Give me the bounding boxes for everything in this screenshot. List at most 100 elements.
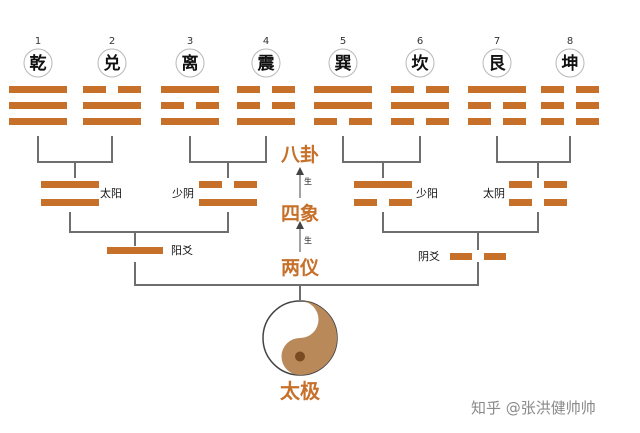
two-mode-label: 阴爻 (418, 250, 440, 263)
yin-line-left (237, 102, 260, 109)
yin-line-left (541, 118, 564, 125)
yin-line-right (349, 118, 372, 125)
trigram-name-circle (328, 48, 358, 78)
yin-line-right (426, 118, 449, 125)
trigram-name-circle (405, 48, 435, 78)
trigram-name-circle (23, 48, 53, 78)
stage-label-two-modes: 两仪 (281, 257, 320, 279)
trigram-name: 坎 (412, 53, 429, 74)
watermark: 知乎 @张洪健帅帅 (471, 399, 596, 417)
four-image-label: 太阴 (483, 187, 505, 200)
yin-line-left (391, 118, 414, 125)
yin-line-right (544, 199, 567, 206)
trigram-7: 7艮 (468, 36, 526, 125)
trigram-number: 8 (567, 36, 573, 47)
trigram-name-circle (555, 48, 585, 78)
yin-line-left (237, 86, 260, 93)
trigram-name-circle (482, 48, 512, 78)
two-mode-2: 阴爻 (418, 250, 506, 263)
yin-line-right (389, 199, 412, 206)
trigram-4: 4震 (237, 36, 295, 125)
yin-line-right (272, 102, 295, 109)
trigram-6: 6坎 (391, 36, 449, 125)
arrow-up-icon (296, 221, 304, 252)
four-images: 太阳 少阴 少阳 太阴 (41, 181, 567, 206)
yang-line (9, 118, 67, 125)
yang-line (9, 86, 67, 93)
four-image-3: 少阳 (354, 181, 438, 206)
yin-line-right (576, 118, 599, 125)
yin-line-left (541, 86, 564, 93)
two-mode-1: 阳爻 (107, 244, 193, 257)
yang-line (41, 181, 99, 188)
trigram-8: 8坤 (541, 36, 599, 125)
trigram-number: 5 (340, 36, 346, 47)
trigram-name: 震 (257, 54, 276, 74)
four-image-label: 太阳 (100, 187, 122, 200)
yin-line-right (503, 118, 526, 125)
yin-line-left (391, 86, 414, 93)
yang-line (161, 86, 219, 93)
yin-line-right (234, 181, 257, 188)
yin-line-left (468, 102, 491, 109)
yin-line-left (199, 181, 222, 188)
trigram-name: 兑 (104, 53, 121, 74)
yang-line (354, 181, 412, 188)
yin-line-left (161, 102, 184, 109)
trigram-name: 巽 (335, 54, 352, 74)
trigram-3: 3离 (161, 36, 219, 125)
trigram-number: 4 (263, 36, 269, 47)
yin-line-right (544, 181, 567, 188)
yang-line (314, 102, 372, 109)
yang-line (83, 102, 141, 109)
four-image-4: 太阴 (483, 181, 567, 206)
yin-line-left (314, 118, 337, 125)
yin-line-right (576, 102, 599, 109)
trigram-number: 7 (494, 36, 500, 47)
trigram-name-circle (175, 48, 205, 78)
stage-label-eight-trigrams: 八卦 (281, 143, 319, 166)
trigram-2: 2兑 (83, 36, 141, 125)
yang-line (468, 86, 526, 93)
yin-line-right (118, 86, 141, 93)
yang-line (314, 86, 372, 93)
yin-line-left (450, 253, 472, 260)
trigram-number: 2 (109, 36, 115, 47)
yang-line (107, 247, 163, 254)
four-image-label: 少阳 (416, 187, 438, 200)
yin-line-right (576, 86, 599, 93)
yin-line-left (354, 199, 377, 206)
yin-line-right (426, 86, 449, 93)
trigram-5: 5巽 (314, 36, 372, 125)
stage-label-four-images: 四象 (281, 202, 319, 225)
tree-connectors (37, 136, 571, 300)
yang-line (161, 118, 219, 125)
yin-line-right (503, 102, 526, 109)
yang-line (9, 102, 67, 109)
yin-line-left (509, 199, 532, 206)
yang-line (83, 118, 141, 125)
yin-yang-icon (262, 300, 338, 376)
trigram-name-circle (97, 48, 127, 78)
trigram-name: 坤 (562, 53, 579, 74)
yin-line-right (272, 86, 295, 93)
four-image-2: 少阴 (172, 181, 257, 206)
stage-label-taiji: 太极 (280, 379, 321, 403)
trigram-number: 3 (187, 36, 193, 47)
four-image-1: 太阳 (41, 181, 122, 206)
two-mode-label: 阳爻 (171, 244, 193, 257)
trigram-name: 乾 (30, 53, 47, 74)
yin-line-left (509, 181, 532, 188)
trigram-number: 1 (35, 36, 41, 47)
yang-line (391, 102, 449, 109)
trigram-number: 6 (417, 36, 423, 47)
yin-line-left (541, 102, 564, 109)
yin-line-left (83, 86, 106, 93)
two-modes: 阳爻 阴爻 (107, 244, 506, 263)
yang-line (41, 199, 99, 206)
yin-line-right (484, 253, 506, 260)
trigram-1: 1乾 (9, 36, 67, 125)
yang-line (199, 199, 257, 206)
